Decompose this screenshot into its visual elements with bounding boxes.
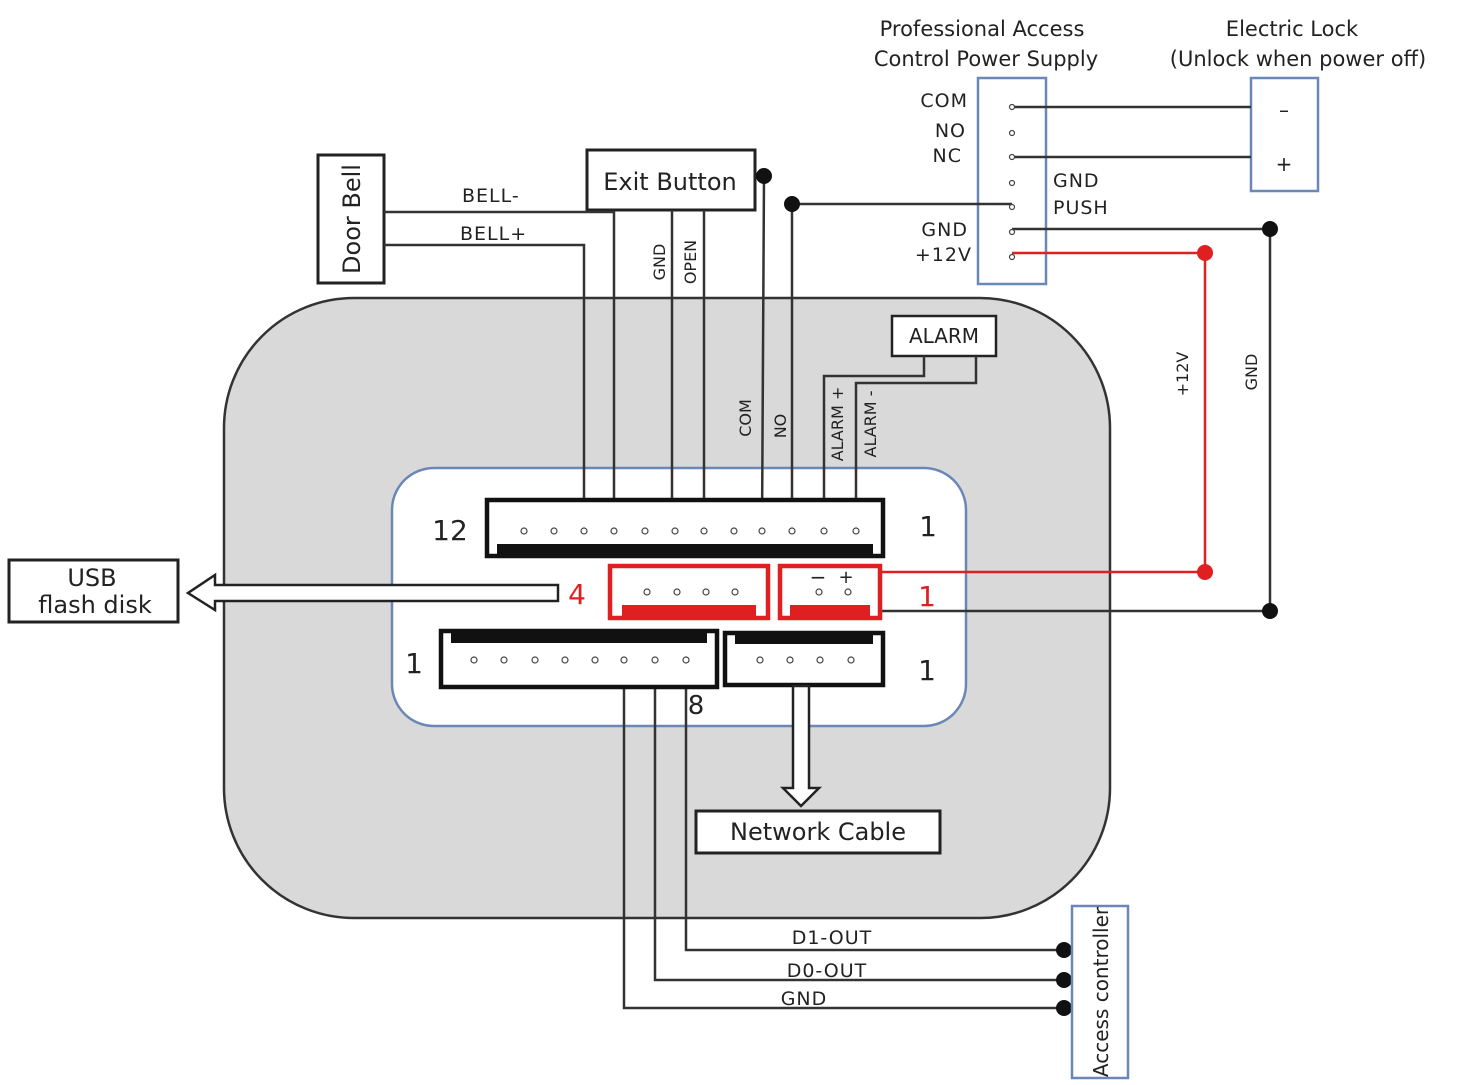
relay-com-label: COM	[736, 399, 755, 437]
door-bell-box	[316, 153, 386, 285]
wire-d1-out-label: D1-OUT	[792, 927, 873, 949]
access-controller-label: Access controller	[1089, 906, 1113, 1077]
conn-bot-pin8-number: 8	[688, 691, 705, 721]
ps-label-push: PUSH	[1053, 197, 1109, 219]
power-supply-terminal	[976, 76, 1048, 286]
connector-power-base	[790, 605, 870, 616]
ps-label-no: NO	[935, 120, 966, 142]
connector-network-pins	[756, 656, 855, 664]
network-label: Network Cable	[730, 818, 906, 846]
connector-network-base	[735, 635, 873, 644]
connector-12pin-pins	[520, 527, 860, 535]
ps-label-gnd-right: GND	[1053, 170, 1100, 192]
connector-8pin-pins	[470, 656, 690, 664]
exit-button-label: Exit Button	[603, 168, 736, 196]
conn-bot-left-number: 1	[405, 647, 423, 680]
ps-terminal-pins	[1008, 103, 1016, 261]
junction-dot	[756, 168, 772, 184]
ps-label-gnd: GND	[921, 219, 968, 241]
usb-label-line2: flash disk	[38, 591, 152, 619]
junction-dot	[1262, 221, 1278, 237]
controller-dot-d0	[1056, 972, 1072, 988]
wires	[384, 105, 1272, 1010]
controller-dot-gnd	[1056, 1000, 1072, 1016]
electric-lock-title-1: Electric Lock	[1226, 17, 1359, 41]
wire-gnd-label: GND	[781, 988, 828, 1010]
connector-8pin-base	[451, 633, 707, 643]
exit-open-label: OPEN	[681, 240, 700, 284]
ps-label-com: COM	[920, 90, 968, 112]
power-plus-label: +	[838, 567, 853, 588]
conn-mid-left-number: 4	[568, 578, 586, 611]
exit-gnd-label: GND	[650, 244, 669, 281]
usb-label-line1: USB	[67, 564, 116, 592]
electric-lock-title-2: (Unlock when power off)	[1170, 47, 1426, 71]
controller-dot-d1	[1056, 942, 1072, 958]
access-controller-box	[1070, 904, 1130, 1080]
connector-12pin-base	[497, 544, 873, 554]
conn-top-left-number: 12	[432, 514, 468, 547]
bell-minus-label: BELL-	[462, 185, 520, 207]
power-minus-label: −	[810, 565, 827, 589]
junction-dot-red	[1197, 564, 1213, 580]
power-supply-title-1: Professional Access	[880, 17, 1085, 41]
power-pin	[815, 588, 823, 596]
lock-minus-label: –	[1279, 98, 1289, 122]
rail-12v-label: +12V	[1173, 352, 1192, 397]
alarm-label: ALARM	[909, 324, 979, 348]
ps-label-nc: NC	[933, 145, 962, 167]
lock-plus-label: +	[1276, 152, 1293, 176]
junction-dot	[784, 196, 800, 212]
usb-arrow	[185, 572, 560, 613]
relay-no-label: NO	[771, 414, 790, 439]
alarm-plus-label: ALARM +	[828, 387, 847, 462]
usb-box	[7, 558, 180, 624]
door-bell-label: Door Bell	[338, 164, 366, 274]
connector-usb-base	[622, 605, 756, 616]
ps-label-12v: +12V	[915, 244, 972, 266]
network-arrow	[779, 684, 823, 808]
conn-top-right-number: 1	[919, 510, 937, 543]
junction-dot-red	[1197, 245, 1213, 261]
junction-dot	[1262, 603, 1278, 619]
bell-plus-label: BELL+	[460, 223, 527, 245]
alarm-minus-label: ALARM -	[861, 391, 880, 458]
conn-mid-right-number: 1	[918, 580, 936, 613]
wire-d0-out-label: D0-OUT	[787, 960, 868, 982]
conn-bot-right-number: 1	[918, 654, 936, 687]
electric-lock-box	[1249, 76, 1320, 193]
power-supply-title-2: Control Power Supply	[874, 47, 1098, 71]
connector-usb-pins	[643, 588, 739, 596]
alarm-box	[890, 314, 998, 358]
network-box	[694, 809, 942, 855]
power-pin	[844, 588, 852, 596]
rail-gnd-label: GND	[1242, 354, 1261, 391]
